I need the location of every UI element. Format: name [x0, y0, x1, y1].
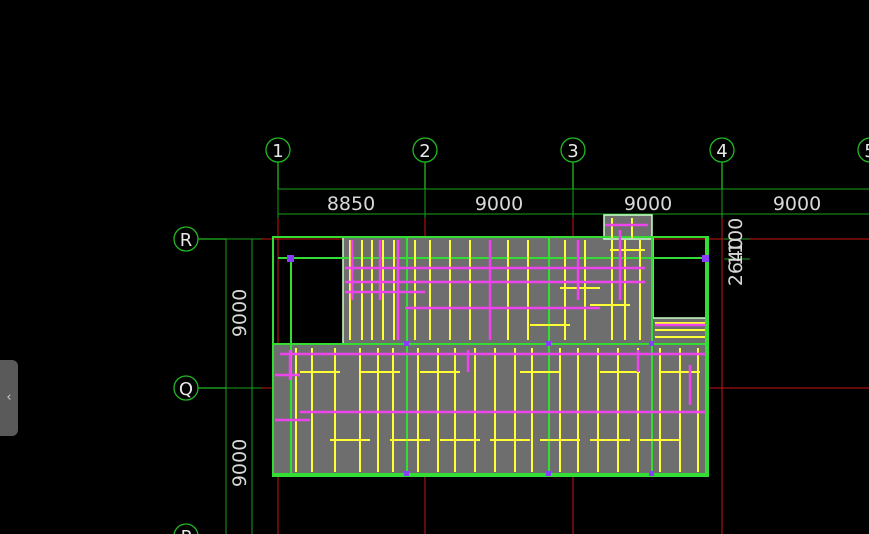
- axis-bubbles: [173, 137, 869, 534]
- dimension-left-1: 9000: [229, 289, 251, 337]
- dimension-overlap-b: 1100: [725, 218, 747, 266]
- dimension-top-3: 9000: [624, 193, 672, 215]
- axis-label-3: 3: [567, 141, 578, 162]
- dimension-texts: 8850 9000 9000 9000 9000 9000 2640 1100: [229, 193, 821, 487]
- slab-lower[interactable]: [272, 343, 709, 477]
- axis-label-R: R: [180, 230, 193, 251]
- axis-labels: 1 2 3 4 5 R Q P: [179, 141, 869, 534]
- axis-label-Q: Q: [179, 379, 193, 400]
- dimension-top-1: 8850: [327, 193, 375, 215]
- dimension-top-2: 9000: [475, 193, 523, 215]
- axis-bubble-P[interactable]: [173, 523, 199, 534]
- axis-label-5: 5: [864, 141, 869, 162]
- axis-label-4: 4: [716, 141, 727, 162]
- axis-label-P: P: [181, 527, 192, 534]
- axis-bubble-5[interactable]: [857, 137, 869, 163]
- dimension-left-2: 9000: [229, 439, 251, 487]
- rebar-magenta: [275, 223, 706, 422]
- dimension-top-4: 9000: [773, 193, 821, 215]
- dimension-overlap-a: 2640: [725, 238, 747, 286]
- chevron-left-icon: ‹: [6, 390, 12, 405]
- panel-collapse-button[interactable]: ‹: [0, 360, 18, 436]
- axis-label-2: 2: [419, 141, 430, 162]
- column-nodes: [287, 255, 709, 476]
- axis-label-1: 1: [272, 141, 283, 162]
- rebar-yellow: [295, 218, 705, 472]
